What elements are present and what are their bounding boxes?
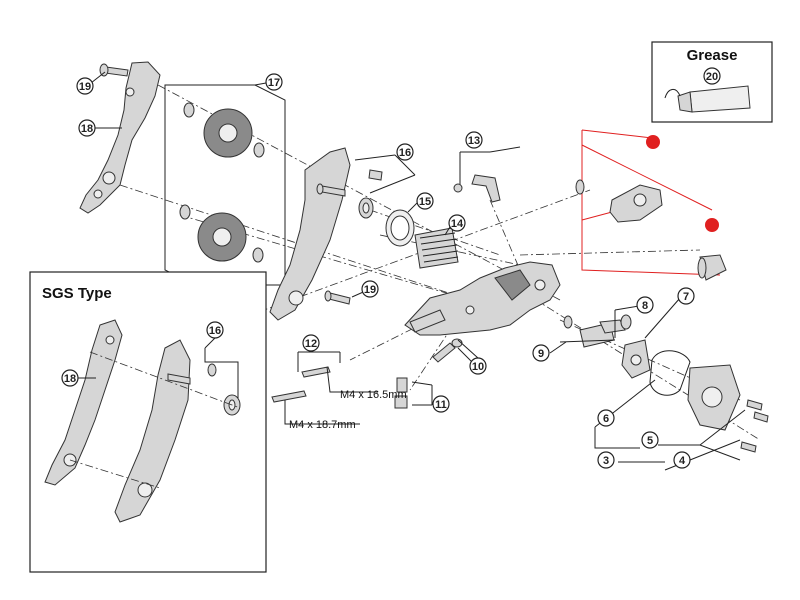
inner-plate — [269, 147, 351, 321]
svg-text:4: 4 — [679, 455, 686, 467]
highlighted-parts — [575, 129, 727, 281]
svg-text:16: 16 — [399, 147, 411, 159]
sgs-type-box: SGS Type — [29, 271, 267, 573]
callout-18-sgs: 18 — [61, 369, 79, 387]
callout-11: 11 — [432, 395, 450, 413]
sgs-inner-plate — [114, 339, 241, 523]
svg-text:17: 17 — [268, 77, 280, 89]
highlight-dot-top — [646, 135, 660, 149]
svg-text:12: 12 — [305, 338, 317, 350]
o-ring-6 — [649, 350, 691, 396]
svg-text:19: 19 — [364, 284, 376, 296]
ring-15 — [385, 209, 415, 247]
callout-16: 16 — [396, 143, 414, 161]
guide-pulley — [203, 108, 253, 158]
svg-text:11: 11 — [435, 399, 447, 411]
svg-text:13: 13 — [468, 135, 480, 147]
svg-text:18: 18 — [64, 373, 76, 385]
svg-text:16: 16 — [209, 325, 221, 337]
cable-guide-13 — [453, 151, 501, 203]
grease-box: Grease 20 — [651, 41, 773, 123]
callout-12: 12 — [302, 334, 320, 352]
screw-19-mid — [324, 290, 351, 305]
svg-text:10: 10 — [472, 361, 484, 373]
callout-9: 9 — [532, 344, 550, 362]
callout-18: 18 — [78, 119, 96, 137]
cover-7 — [621, 297, 681, 379]
callout-4: 4 — [673, 451, 691, 469]
svg-text:7: 7 — [683, 291, 689, 303]
callout-6: 6 — [597, 409, 615, 427]
clutch-cover-5 — [687, 364, 769, 453]
bolt-label-short: M4 x 16.5mm — [340, 389, 407, 401]
washer-small — [358, 197, 374, 219]
bolt-label-long: M4 x 18.7mm — [289, 419, 356, 431]
callout-3: 3 — [597, 451, 615, 469]
svg-text:9: 9 — [538, 348, 544, 360]
callout-5: 5 — [641, 431, 659, 449]
b-tension-bolts-12 — [271, 351, 378, 425]
callout-8: 8 — [636, 296, 654, 314]
svg-text:18: 18 — [81, 123, 93, 135]
callout-19-top: 19 — [76, 77, 94, 95]
callout-14: 14 — [448, 214, 466, 232]
pulley-set-box-17 — [164, 82, 286, 286]
shaft-assembly-8-9 — [559, 304, 646, 348]
svg-text:14: 14 — [451, 218, 464, 230]
main-body — [404, 261, 561, 336]
svg-text:6: 6 — [603, 413, 609, 425]
tension-pulley — [197, 212, 247, 262]
callout-15: 15 — [416, 192, 434, 210]
callouts: 19 18 17 16 15 14 13 19 12 10 11 9 8 7 6… — [61, 73, 695, 469]
grease-tube-icon — [664, 85, 751, 113]
adjust-bolt-10 — [432, 338, 479, 363]
svg-text:5: 5 — [647, 435, 653, 447]
svg-text:15: 15 — [419, 196, 431, 208]
callout-20: 20 — [706, 71, 718, 83]
outer-plate-18 — [79, 61, 161, 214]
callout-7: 7 — [677, 287, 695, 305]
screw-19-top — [99, 63, 129, 77]
svg-text:3: 3 — [603, 455, 609, 467]
grease-title: Grease — [687, 47, 738, 64]
svg-text:19: 19 — [79, 81, 91, 93]
sgs-type-title: SGS Type — [42, 285, 112, 302]
callout-10: 10 — [469, 357, 487, 375]
svg-text:8: 8 — [642, 300, 648, 312]
bushing-16 — [354, 154, 416, 194]
callout-17: 17 — [265, 73, 283, 91]
spring-14 — [414, 227, 459, 269]
callout-13: 13 — [465, 131, 483, 149]
anchor-bolt-11 — [394, 377, 433, 409]
callout-16-sgs: 16 — [206, 321, 224, 339]
callout-19-mid: 19 — [361, 280, 379, 298]
highlight-dot-bottom — [705, 218, 719, 232]
